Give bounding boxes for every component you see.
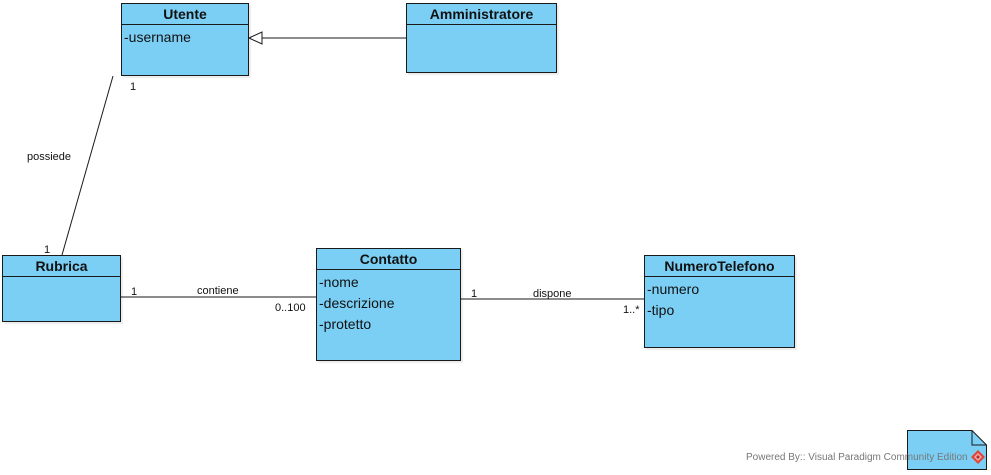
association-possiede-line [61,75,114,256]
multiplicity-rubrica-contiene: 1 [131,286,138,298]
attribute-username: -username [124,29,191,45]
generalization-arrowhead [247,31,263,45]
association-name-dispone: dispone [533,288,572,300]
note-shape [907,430,987,470]
class-numerotelefono-attributes: -numero -tipo [645,277,794,321]
attribute-descrizione: -descrizione [319,295,395,311]
association-name-possiede: possiede [27,151,72,163]
class-utente-attributes: -username [122,25,248,48]
class-contatto-name: Contatto [317,249,460,270]
class-utente[interactable]: Utente -username [121,3,249,76]
class-rubrica-name: Rubrica [3,256,120,277]
class-rubrica[interactable]: Rubrica [2,255,121,322]
attribute-protetto: -protetto [319,316,372,332]
multiplicity-rubrica-end: 1 [44,244,51,256]
class-contatto-attributes: -nome -descrizione -protetto [317,270,460,335]
class-utente-name: Utente [122,4,248,25]
class-amministratore-name: Amministratore [407,4,556,25]
class-amministratore[interactable]: Amministratore [406,3,557,73]
powered-by-text: Powered By:: Visual Paradigm Community E… [746,452,968,463]
visual-paradigm-logo-icon [971,450,985,464]
class-contatto[interactable]: Contatto -nome -descrizione -protetto [316,248,461,361]
multiplicity-contatto-contiene: 0..100 [275,302,306,314]
attribute-nome: -nome [319,274,359,290]
class-numerotelefono[interactable]: NumeroTelefono -numero -tipo [644,255,795,348]
multiplicity-contatto-dispone: 1 [471,288,478,300]
attribute-numero: -numero [647,281,700,297]
class-numerotelefono-name: NumeroTelefono [645,256,794,277]
attribute-tipo: -tipo [647,302,675,318]
association-name-contiene: contiene [197,285,239,297]
multiplicity-utente-end: 1 [130,81,137,93]
multiplicity-numerotelefono-dispone: 1..* [623,304,640,316]
